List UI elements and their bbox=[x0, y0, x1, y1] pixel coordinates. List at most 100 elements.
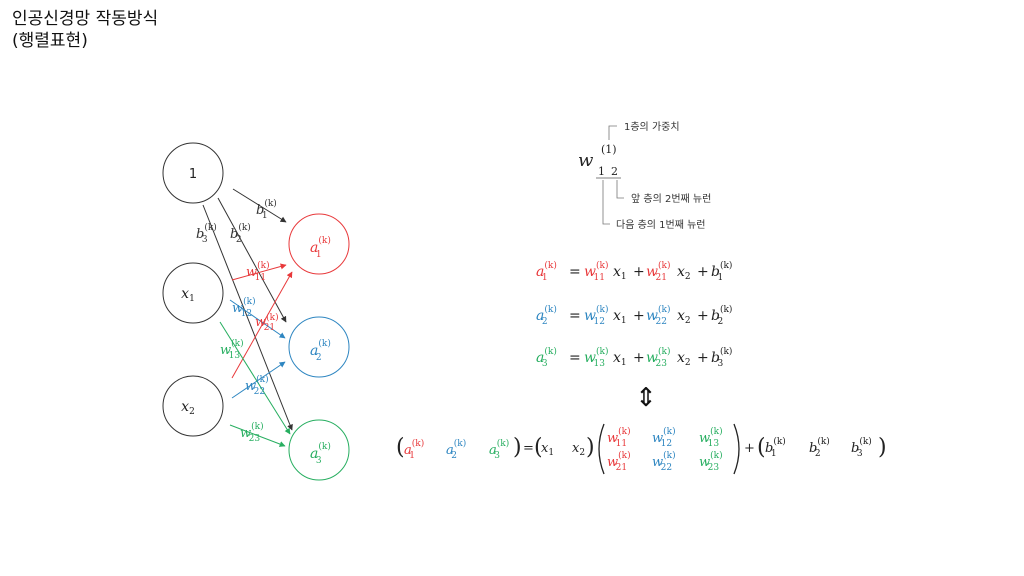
bracket-next bbox=[602, 180, 610, 225]
svg-text:w(k)11: w(k)11 bbox=[584, 260, 608, 283]
svg-text:w(k)13: w(k)13 bbox=[584, 346, 608, 369]
edge-w22 bbox=[231, 361, 286, 399]
label-b1: b(k)1 bbox=[256, 198, 277, 221]
note-prev: 앞 층의 2번째 뉴런 bbox=[631, 193, 711, 205]
matrix-b-rparen: ) bbox=[878, 435, 887, 460]
svg-text:b(k)1: b(k)1 bbox=[765, 436, 786, 459]
svg-text:+: + bbox=[633, 264, 645, 280]
svg-text:a(k)3: a(k)3 bbox=[489, 438, 509, 461]
svg-text:x2: x2 bbox=[572, 441, 585, 458]
svg-text:+: + bbox=[633, 308, 645, 324]
note-layer: 1층의 가중치 bbox=[624, 121, 680, 133]
red-edges bbox=[231, 263, 293, 379]
svg-text:x1: x1 bbox=[613, 308, 627, 326]
node-x2 bbox=[162, 375, 224, 437]
matrix-a-lparen: ( bbox=[396, 435, 405, 460]
svg-text:w(k)21: w(k)21 bbox=[646, 260, 670, 283]
matrix-w-right-bracket bbox=[733, 423, 740, 475]
title-line-2: (행렬표현) bbox=[12, 31, 88, 51]
matrix-equals: = bbox=[523, 441, 534, 456]
edge-w11 bbox=[231, 263, 287, 281]
svg-text:b(k)3: b(k)3 bbox=[851, 436, 872, 459]
svg-text:a(k)2: a(k)2 bbox=[536, 304, 557, 327]
svg-text:a(k)1: a(k)1 bbox=[404, 438, 424, 461]
matrix-x-rparen: ) bbox=[586, 435, 595, 460]
edge-b2 bbox=[217, 197, 287, 323]
svg-text:w(k)13: w(k)13 bbox=[699, 426, 723, 449]
svg-text:w(k)23: w(k)23 bbox=[646, 346, 670, 369]
svg-text:+: + bbox=[697, 308, 709, 324]
input-nodes: 1 x1 x2 bbox=[162, 142, 224, 437]
edge-w13 bbox=[219, 321, 291, 435]
svg-text:w(k)21: w(k)21 bbox=[607, 450, 631, 473]
svg-text:b(k)3: b(k)3 bbox=[711, 346, 732, 369]
matrix-x-lparen: ( bbox=[534, 435, 543, 460]
svg-text:+: + bbox=[697, 264, 709, 280]
node-a1 bbox=[288, 213, 350, 275]
label-w12: w(k)12 bbox=[232, 296, 256, 319]
svg-text:x1: x1 bbox=[613, 350, 627, 368]
bias-edges bbox=[202, 188, 293, 431]
node-a1-label: a(k)1 bbox=[310, 235, 331, 260]
node-a3 bbox=[288, 419, 350, 481]
svg-text:x2: x2 bbox=[677, 350, 691, 368]
edge-w21 bbox=[231, 271, 293, 379]
svg-text:w(k)11: w(k)11 bbox=[607, 426, 631, 449]
svg-text:a(k)3: a(k)3 bbox=[536, 346, 557, 369]
edge-labels: b(k)1 b(k)2 b(k)3 w(k)11 w(k)12 w(k)21 w… bbox=[196, 198, 279, 444]
svg-text:b(k)2: b(k)2 bbox=[809, 436, 830, 459]
node-a2 bbox=[288, 316, 350, 378]
svg-text:w(k)12: w(k)12 bbox=[584, 304, 608, 327]
green-edges bbox=[219, 321, 291, 447]
svg-text:=: = bbox=[569, 350, 581, 366]
notation-superscript: (1) bbox=[601, 143, 617, 156]
equation-3: a(k)3 = w(k)13 x1 + w(k)23 x2 + b(k)3 bbox=[536, 346, 732, 369]
label-w13: w(k)13 bbox=[220, 338, 244, 361]
edge-b3 bbox=[202, 204, 293, 431]
label-w11: w(k)11 bbox=[246, 260, 270, 283]
matrix-plus: + bbox=[744, 441, 755, 456]
svg-text:w(k)22: w(k)22 bbox=[646, 304, 670, 327]
edge-b1 bbox=[232, 188, 287, 223]
svg-text:b(k)1: b(k)1 bbox=[711, 260, 732, 283]
svg-text:+: + bbox=[633, 350, 645, 366]
label-w23: w(k)23 bbox=[240, 421, 264, 444]
matrix-equation: ( a(k)1 a(k)2 a(k)3 ) = ( x1 x2 ) w(k)11… bbox=[396, 423, 887, 475]
svg-text:x1: x1 bbox=[541, 441, 554, 458]
svg-text:x1: x1 bbox=[613, 264, 627, 282]
label-b2: b(k)2 bbox=[230, 222, 251, 245]
matrix-b-lparen: ( bbox=[757, 435, 766, 460]
matrix-w-left-bracket bbox=[598, 423, 605, 475]
notation-sub-1: 1 bbox=[598, 165, 605, 178]
node-x2-label: x2 bbox=[181, 399, 195, 417]
svg-text:w(k)23: w(k)23 bbox=[699, 450, 723, 473]
equations: a(k)1 = w(k)11 x1 + w(k)21 x2 + b(k)1 a(… bbox=[536, 260, 732, 369]
svg-text:a(k)2: a(k)2 bbox=[446, 438, 466, 461]
svg-text:x2: x2 bbox=[677, 308, 691, 326]
node-a2-label: a(k)2 bbox=[310, 338, 331, 363]
svg-text:b(k)2: b(k)2 bbox=[711, 304, 732, 327]
output-nodes: a(k)1 a(k)2 a(k)3 bbox=[288, 213, 350, 481]
node-bias bbox=[162, 142, 224, 204]
node-bias-label: 1 bbox=[189, 167, 197, 182]
title-line-1: 인공신경망 작동방식 bbox=[12, 9, 159, 29]
slide-title: 인공신경망 작동방식 (행렬표현) bbox=[12, 8, 158, 52]
blue-edges bbox=[229, 299, 286, 399]
label-w21: w(k)21 bbox=[255, 312, 279, 333]
notation-symbol: w bbox=[578, 150, 594, 171]
svg-text:w(k)22: w(k)22 bbox=[652, 450, 676, 473]
bracket-layer bbox=[608, 125, 617, 140]
bracket-prev bbox=[616, 180, 624, 199]
svg-text:+: + bbox=[697, 350, 709, 366]
edge-w23 bbox=[229, 424, 286, 447]
label-w22: w(k)22 bbox=[245, 374, 269, 397]
matrix-a-rparen: ) bbox=[513, 435, 522, 460]
weight-notation: w (1) 1 2 1층의 가중치 앞 층의 2번째 뉴런 다음 층의 1번째 … bbox=[578, 121, 711, 231]
svg-text:a(k)1: a(k)1 bbox=[536, 260, 557, 283]
svg-text:x2: x2 bbox=[677, 264, 691, 282]
notation-sub-2: 2 bbox=[611, 165, 618, 178]
node-x1 bbox=[162, 262, 224, 324]
node-a3-label: a(k)3 bbox=[310, 441, 331, 466]
double-arrow-icon: ⇕ bbox=[635, 383, 657, 413]
svg-text:=: = bbox=[569, 308, 581, 324]
